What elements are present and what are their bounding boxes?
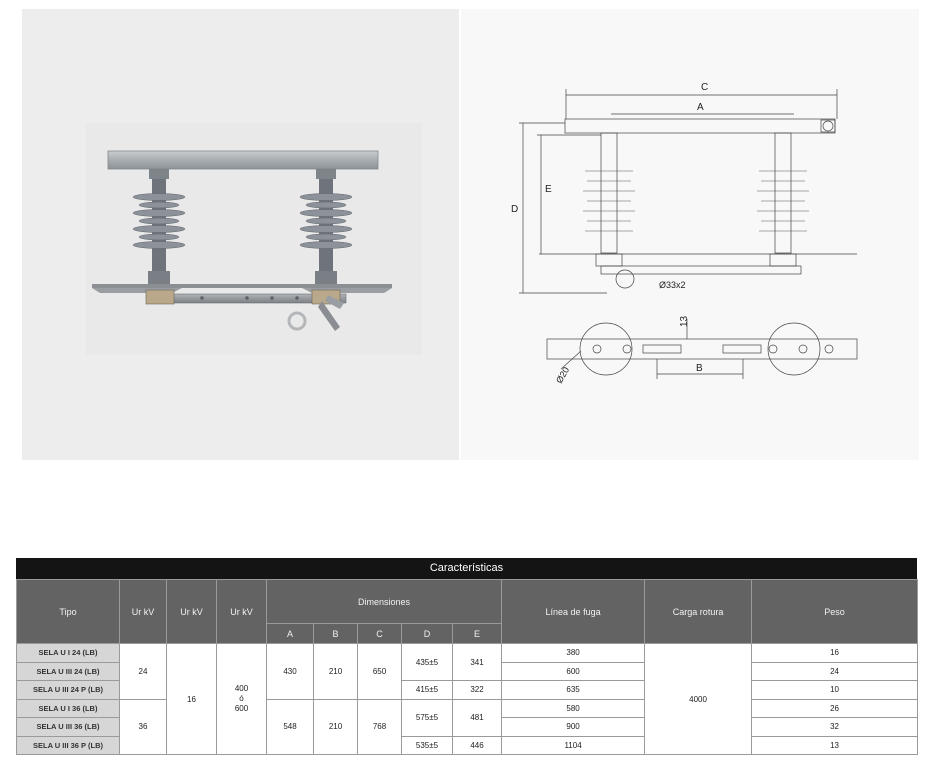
cell-dim-d: 575±5 bbox=[401, 698, 453, 737]
cell-dim-d: 535±5 bbox=[401, 735, 453, 755]
ur-3-line2: ó bbox=[239, 694, 244, 703]
dim-label-hole: Ø33x2 bbox=[659, 280, 686, 290]
header-ur-2: Ur kV bbox=[166, 579, 217, 644]
header-dimensiones: Dimensiones bbox=[265, 579, 503, 624]
cell-peso: 26 bbox=[751, 698, 919, 718]
cell-linea: 1104 bbox=[501, 735, 646, 755]
table-row: SELA U III 24 P (LB) 415±5 322 635 10 bbox=[16, 680, 919, 700]
cell-linea: 600 bbox=[501, 661, 646, 681]
product-photo bbox=[22, 9, 459, 460]
dim-label-b: B bbox=[696, 363, 703, 374]
cell-ur-3: 400 ó 600 bbox=[216, 643, 267, 755]
cell-peso: 16 bbox=[751, 643, 919, 663]
technical-drawing: C A D E B 13 Ø33x2 Ø20 bbox=[461, 9, 919, 460]
cell-linea: 580 bbox=[501, 698, 646, 718]
ur-3-line1: 400 bbox=[234, 684, 249, 693]
cell-dim-a: 430 bbox=[266, 643, 314, 700]
left-insulator bbox=[132, 169, 186, 285]
cell-peso: 24 bbox=[751, 661, 919, 681]
right-insulator bbox=[299, 169, 353, 285]
header-dim-b: B bbox=[313, 623, 358, 644]
cell-dim-e: 341 bbox=[451, 643, 503, 681]
cell-dim-d: 415±5 bbox=[401, 680, 453, 700]
table-row: SELA U III 36 P (LB) 535±5 446 1104 13 bbox=[16, 735, 919, 755]
cell-linea: 635 bbox=[501, 680, 646, 700]
cell-tipo: SELA U III 24 (LB) bbox=[16, 661, 120, 681]
cell-dim-e: 481 bbox=[451, 698, 503, 737]
header-dim-d: D bbox=[401, 623, 453, 644]
cell-tipo: SELA U III 36 (LB) bbox=[16, 717, 120, 737]
cell-dim-c: 768 bbox=[357, 698, 402, 755]
header-dim-a: A bbox=[266, 623, 314, 644]
header-carga-rotura: Carga rotura bbox=[644, 579, 753, 644]
table-title: Características bbox=[16, 558, 917, 579]
cell-dim-e: 322 bbox=[451, 680, 503, 700]
cell-tipo: SELA U III 36 P (LB) bbox=[16, 735, 120, 755]
header-linea-fuga: Línea de fuga bbox=[501, 579, 646, 644]
dim-label-d20: Ø20 bbox=[554, 365, 571, 385]
dim-label-e: E bbox=[545, 184, 552, 195]
cell-ur-2: 16 bbox=[166, 643, 217, 755]
header-dim-c: C bbox=[357, 623, 402, 644]
cell-dim-a: 548 bbox=[266, 698, 314, 755]
header-ur-1: Ur kV bbox=[119, 579, 167, 644]
header-peso: Peso bbox=[751, 579, 919, 644]
spec-table: Tipo Ur kV Ur kV Ur kV Dimensiones Línea… bbox=[16, 579, 919, 755]
cell-ur-1: 36 bbox=[119, 698, 167, 755]
table-row: SELA U I 36 (LB) 36 548 210 768 575±5 48… bbox=[16, 698, 919, 755]
dim-label-d: D bbox=[511, 204, 518, 215]
cell-dim-d: 435±5 bbox=[401, 643, 453, 681]
cell-carga: 4000 bbox=[644, 643, 753, 755]
cell-ur-1: 24 bbox=[119, 643, 167, 700]
dimension-drawing: C A D E B 13 Ø33x2 Ø20 bbox=[511, 82, 858, 385]
cell-linea: 900 bbox=[501, 717, 646, 737]
cell-peso: 10 bbox=[751, 680, 919, 700]
cell-peso: 32 bbox=[751, 717, 919, 737]
dim-label-a: A bbox=[697, 102, 704, 113]
cell-tipo: SELA U III 24 P (LB) bbox=[16, 680, 120, 700]
header-ur-3: Ur kV bbox=[216, 579, 267, 644]
dim-label-c: C bbox=[701, 82, 708, 93]
dim-label-13: 13 bbox=[679, 315, 690, 327]
cell-peso: 13 bbox=[751, 735, 919, 755]
cell-linea: 380 bbox=[501, 643, 646, 663]
cell-dim-c: 650 bbox=[357, 643, 402, 700]
cell-tipo: SELA U I 24 (LB) bbox=[16, 643, 120, 663]
header-tipo: Tipo bbox=[16, 579, 120, 644]
cell-dim-b: 210 bbox=[313, 643, 358, 700]
cell-tipo: SELA U I 36 (LB) bbox=[16, 698, 120, 718]
header-dim-e: E bbox=[451, 623, 503, 644]
disconnector-photo bbox=[86, 123, 422, 355]
cell-dim-b: 210 bbox=[313, 698, 358, 755]
ur-3-line3: 600 bbox=[234, 704, 249, 713]
cell-dim-e: 446 bbox=[451, 735, 503, 755]
table-row: SELA U I 24 (LB) 24 16 400 ó 600 430 210… bbox=[16, 643, 919, 755]
